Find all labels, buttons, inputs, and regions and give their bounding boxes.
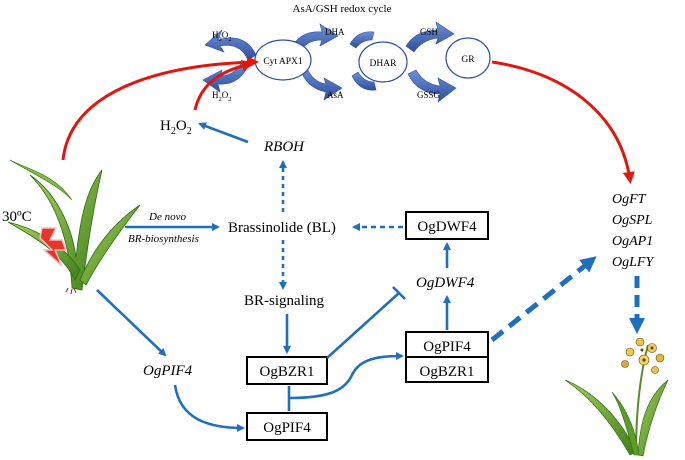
cycle-arrow-asa — [299, 65, 343, 101]
box-ogpif4-protein — [246, 412, 328, 441]
blue-arrows — [96, 122, 645, 432]
label-de-novo: De novo — [148, 211, 186, 223]
red-arrow-gr-to-flowering-genes — [491, 60, 635, 184]
flowering-leaf-right — [637, 379, 669, 457]
enzyme-gr — [445, 37, 491, 79]
enzyme-dhar — [358, 41, 408, 83]
metabolite-asa: AsA — [327, 90, 344, 100]
plant-heat-stress — [7, 159, 141, 295]
label-temperature: 30ºC — [2, 209, 32, 225]
metabolite-gssg: GSSG — [417, 90, 441, 100]
label-br-signaling: BR-signaling — [244, 293, 325, 309]
arrow-complex-to-flowering-genes — [490, 256, 597, 342]
cycle-arrow-gssg — [407, 69, 457, 103]
label-ogpif4-gene: OgPIF4 — [143, 363, 193, 379]
plant-roots — [65, 287, 77, 295]
flowering-genes: OgFT OgSPL OgAP1 OgLFY — [612, 192, 655, 270]
metabolite-gsh: GSH — [420, 27, 439, 37]
inhibit-bar — [392, 286, 406, 300]
asa-gsh-cycle: AsA/GSH redox cycle Cyt APX1 DHAR GR H2O… — [202, 3, 491, 103]
metabolite-h2o2-top: H2O2 — [212, 30, 232, 43]
plant-leaves-center — [29, 169, 103, 291]
label-h2o2: H2O2 — [160, 118, 192, 137]
plant-leaf-tip — [9, 159, 73, 201]
metabolite-h2o2-bottom: H2O2 — [212, 90, 232, 103]
arrow-rboh-to-h2o2 — [198, 122, 249, 144]
gene-ogspl: OgSPL — [612, 213, 653, 228]
box-ogbzr1 — [246, 356, 328, 385]
arrow-plant-to-ogpif4-gene — [96, 289, 167, 357]
enzyme-label-dhar: DHAR — [370, 59, 398, 69]
label-ogpif4-protein: OgPIF4 — [263, 420, 311, 436]
flowering-leaf-mid — [611, 391, 640, 456]
flowering-leaf-left — [564, 379, 637, 456]
arrow-to-complex — [288, 352, 404, 400]
cycle-title: AsA/GSH redox cycle — [293, 3, 392, 15]
label-complex-ogpif4: OgPIF4 — [423, 339, 471, 355]
gene-ogft: OgFT — [612, 192, 647, 207]
enzyme-label-gr: GR — [461, 55, 475, 65]
cycle-arrow-dhar-out — [351, 71, 377, 91]
cycle-arrow-dhar-in — [349, 31, 375, 49]
label-brassinolide: Brassinolide (BL) — [228, 220, 336, 236]
enzyme-label-cyt-apx1: Cyt APX1 — [263, 57, 303, 67]
label-ogdwf4-gene: OgDWF4 — [416, 275, 475, 291]
gene-oglfy: OgLFY — [612, 255, 655, 270]
red-arrow-heat-to-apx1 — [61, 56, 259, 161]
orchid-flowers — [621, 337, 665, 374]
box-ogdwf4-protein — [405, 211, 489, 240]
arrow-ogpif4-gene-to-protein — [173, 384, 245, 432]
label-ogdwf4-protein: OgDWF4 — [417, 219, 477, 235]
inhibit-bzr1-to-ogdwf4-gene — [326, 292, 400, 359]
label-complex-ogbzr1: OgBZR1 — [419, 364, 474, 380]
lightning-bolt-icon — [39, 227, 68, 267]
plant-flowering — [564, 337, 669, 457]
red-arrow-h2o2-to-apx1 — [193, 59, 254, 111]
label-br-biosynthesis: BR-biosynthesis — [128, 233, 199, 245]
metabolite-dha: DHA — [325, 27, 345, 37]
label-rboh: RBOH — [263, 139, 305, 155]
plant-leaf-right — [79, 204, 141, 286]
cycle-arrows — [202, 21, 457, 103]
label-ogbzr1: OgBZR1 — [259, 364, 314, 380]
cycle-arrow-h2o2-top — [204, 29, 257, 61]
cycle-arrow-gsh — [405, 21, 455, 53]
gene-ogap1: OgAP1 — [612, 234, 653, 249]
